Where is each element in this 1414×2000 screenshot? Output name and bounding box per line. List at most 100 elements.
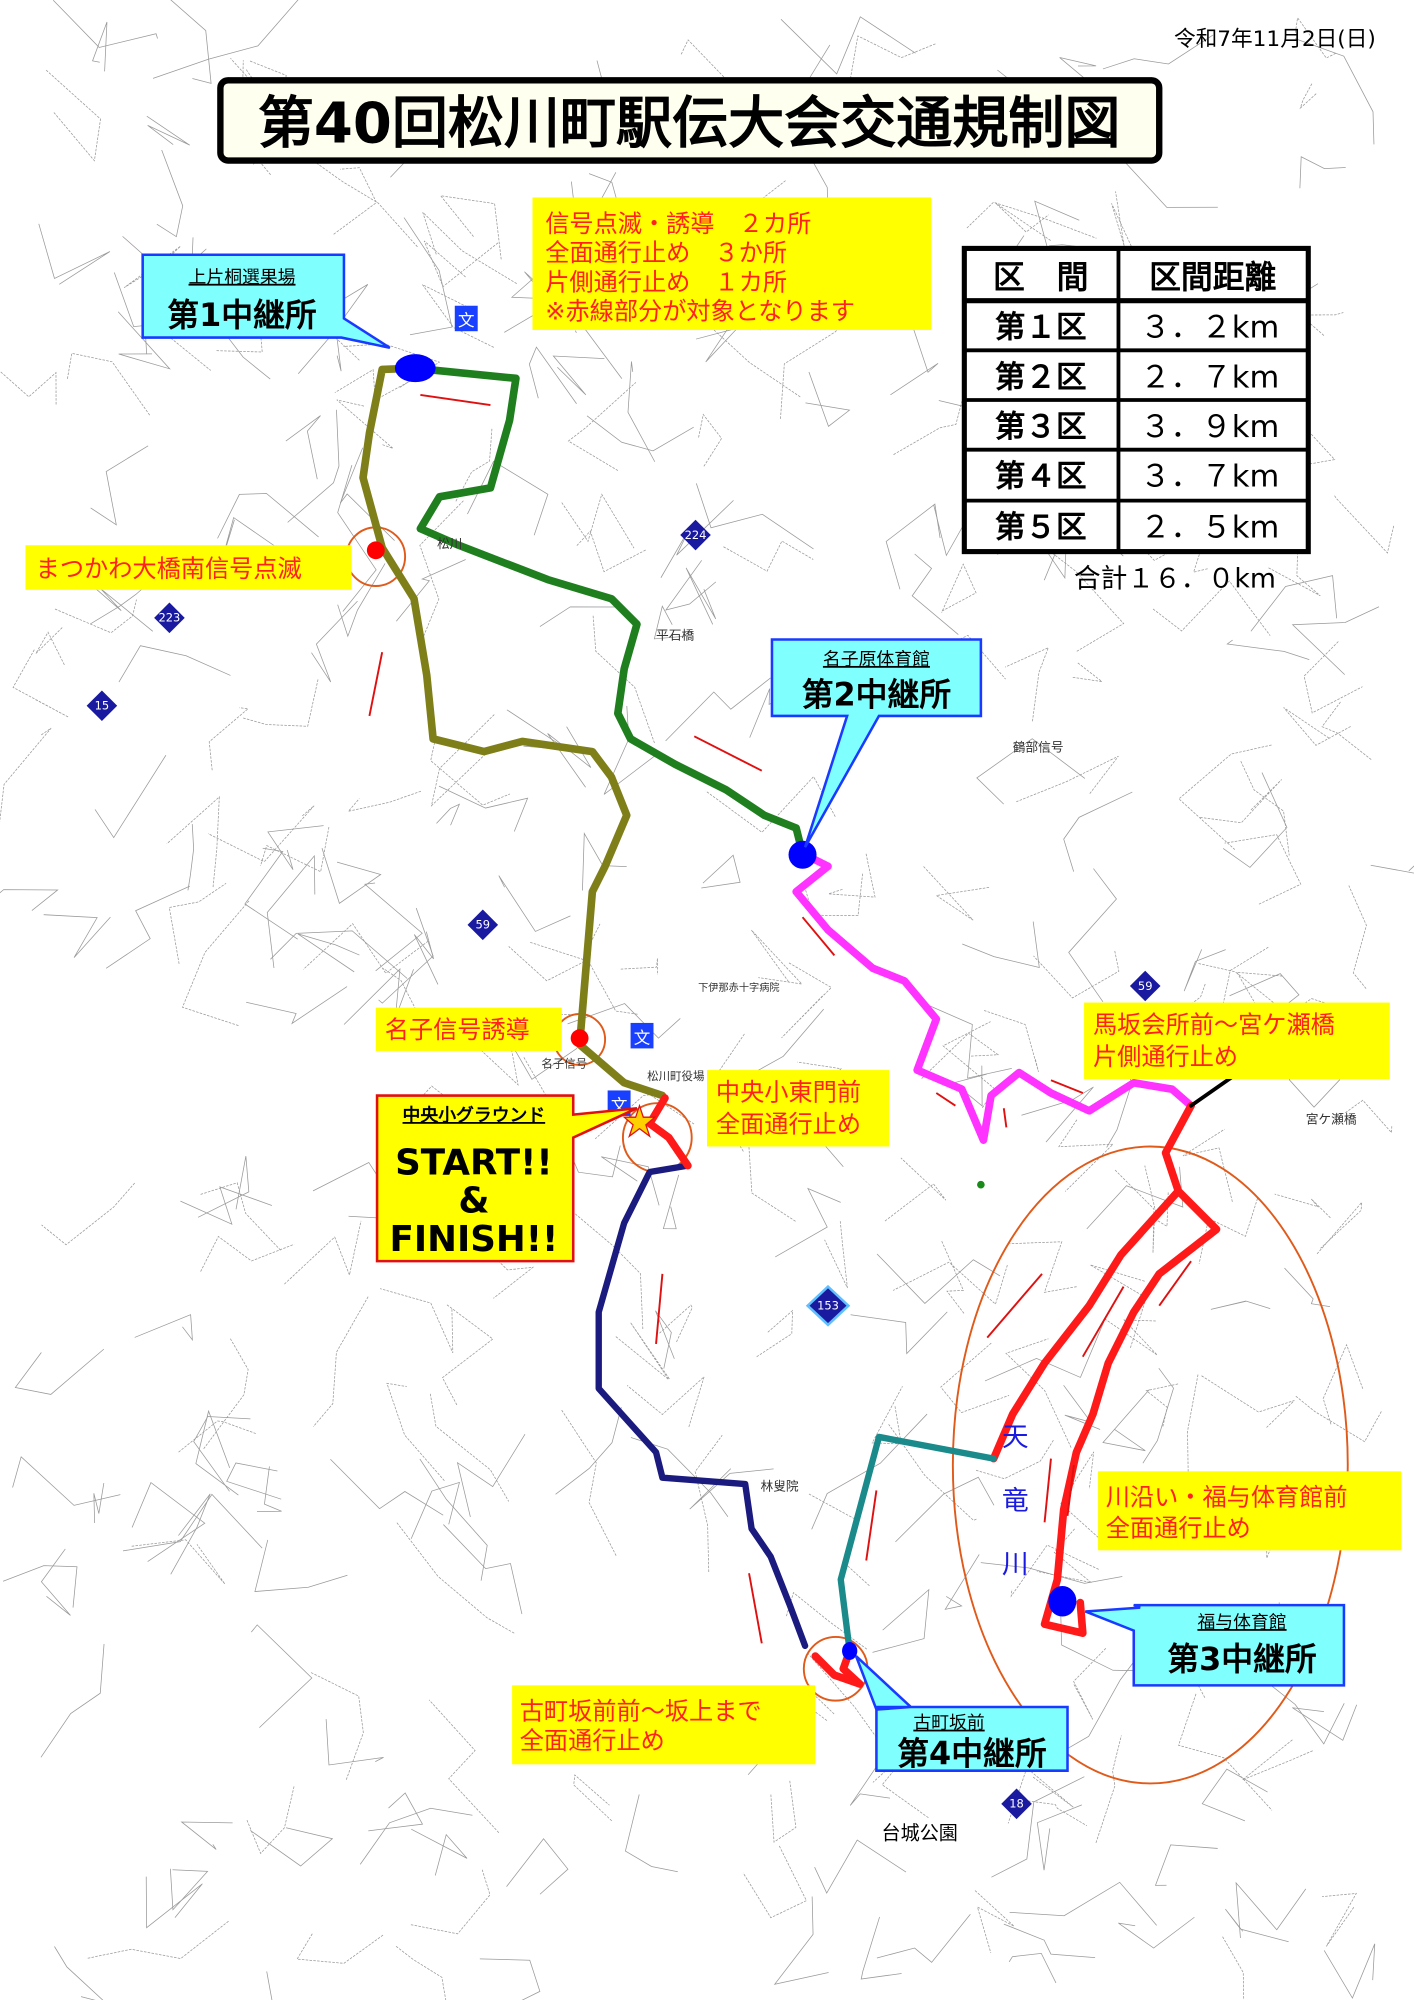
section-cell: 第２区 [995,359,1087,395]
map-road-line [411,1828,468,1876]
distance-cell: ３．２km [1140,311,1279,346]
map-road-line [660,500,734,578]
place-label: 名子信号 [541,1057,587,1071]
map-road-line [860,1916,902,1980]
map-road-line [974,1890,1015,1954]
distance-table: 区 間 区間距離 第１区 ３．２km 第２区 ２．７km 第３区 ３．９km 第… [961,245,1311,594]
map-road-line [131,1481,206,1562]
place-label: 鶴部信号 [1013,740,1064,756]
map-road-line [207,805,315,863]
svg-text:文: 文 [458,311,475,330]
map-road-line [940,1342,1010,1414]
school-icon: 文 [454,305,478,332]
map-road-line [624,1794,678,1873]
signal-point-icon [570,1029,589,1048]
map-road-line [113,272,148,355]
map-road-line [885,503,941,590]
map-road-line [1292,1704,1358,1741]
map-road-line [2,1565,78,1608]
map-road-line [1274,1193,1331,1219]
map-road-line [430,742,511,806]
map-road-line [266,1971,273,2000]
map-road-line [1106,1069,1133,1148]
map-road-line [1145,1383,1179,1427]
map-road-line [52,0,158,48]
map-road-line [1003,1923,1096,1959]
map-road-line [430,714,495,807]
map-road-line [267,825,324,870]
map-road-line [920,1032,1000,1080]
map-road-line [422,284,494,348]
map-road-line [884,1157,947,1222]
map-road-line [665,560,717,611]
title-box: 第40回松川町駅伝大会交通規制図 [217,77,1163,164]
map-road-line [561,493,635,549]
map-road-line [773,1896,829,1985]
map-road-line [90,445,149,526]
map-road-line [54,1946,104,2000]
map-road-line [368,1792,424,1832]
map-road-line [1104,1318,1158,1356]
route-badge: 15 [86,690,118,722]
map-road-line [555,1407,622,1495]
map-road-line [1240,760,1290,856]
map-road-line [944,1554,980,1610]
svg-text:馬坂会所前～宮ケ瀬橋: 馬坂会所前～宮ケ瀬橋 [1093,1011,1335,1039]
map-road-line [814,1839,907,1894]
map-road-line [40,1548,71,1616]
map-road-line [557,1199,644,1330]
place-label: 松川 [437,537,462,552]
map-road-line [941,1241,965,1315]
map-road-line [43,914,111,958]
map-road-line [40,1643,105,1758]
restriction-note: 川沿い・福与体育館前 全面通行止め [1098,1471,1402,1551]
map-road-line [330,1458,444,1516]
map-road-line [1250,575,1338,632]
map-road-line [586,415,694,452]
svg-text:第4中継所: 第4中継所 [897,1734,1047,1772]
map-road-line [626,1375,705,1427]
map-road-line [117,311,171,370]
map-road-line [297,284,369,374]
svg-text:224: 224 [685,528,707,542]
map-road-line [665,677,771,742]
map-road-line [180,1821,233,1850]
restriction-note: 名子信号誘導 [375,1007,562,1051]
map-road-line [756,1309,793,1358]
restriction-note: まつかわ大橋南信号点滅 [25,545,352,590]
map-road-line [561,1409,617,1556]
map-road-line [941,563,977,613]
map-road-line [892,1261,1008,1305]
relay-callout-4: 古町坂前 第4中継所 [854,1655,1069,1772]
map-road-line [1154,1844,1218,1886]
map-road-line [805,371,851,427]
total-distance: 合計１６．０km [1074,563,1276,594]
map-road-line [296,1933,384,1964]
map-road-line [92,21,108,72]
map-road-line [131,1539,226,1585]
map-road-line [168,882,227,964]
map-road-line [582,832,627,891]
map-road-line [1178,1693,1273,1811]
map-road-line [1060,1451,1102,1541]
map-road-line [698,413,723,467]
map-road-line [285,415,321,480]
map-road-line [359,1807,473,1865]
map-road-line [246,986,348,1025]
map-road-line [1007,1767,1074,1824]
map-road-line [653,605,684,640]
map-road-line [14,1348,105,1395]
map-road-line [1010,1544,1099,1598]
map-road-line [828,853,876,898]
map-road-line [592,615,655,744]
svg-text:第1中継所: 第1中継所 [167,296,317,334]
map-road-line [1063,1385,1101,1430]
route-badge: 153 [805,1284,851,1327]
restriction-note: 中央小東門前 全面通行止め [707,1070,890,1147]
map-road-line [456,1434,526,1518]
map-road-line [1072,662,1104,683]
map-road-line [620,958,658,975]
map-road-line [925,1003,1012,1079]
map-road-line [991,1776,1085,1878]
map-road-line [942,1021,996,1108]
